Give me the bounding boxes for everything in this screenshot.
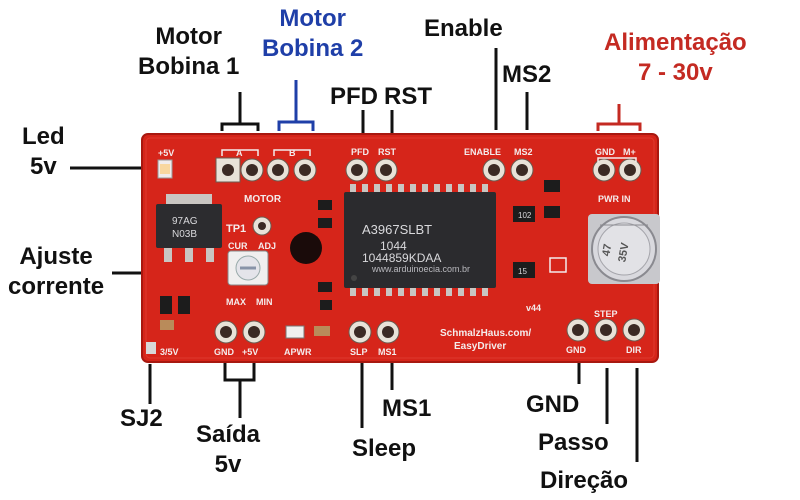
label-led-line1: Led (22, 123, 65, 150)
label-motor-bobina1: Motor Bobina 1 (138, 22, 239, 82)
label-gnd: GND (526, 391, 580, 418)
silk-gnd-bot: GND (214, 347, 235, 357)
chip-line2: 1044 (380, 239, 407, 253)
silk-5v: +5V (158, 148, 174, 158)
silk-cur: CUR (228, 241, 248, 251)
label-ajuste-line2: corrente (8, 273, 105, 300)
silk-mplus: M+ (623, 147, 636, 157)
electrolytic-capacitor (588, 214, 660, 284)
silk-pwr-in: PWR IN (598, 194, 631, 204)
silk-marks (221, 149, 637, 162)
silk-b: B (289, 148, 296, 158)
label-pfd: PFD (330, 83, 378, 110)
silk-ms1: MS1 (378, 347, 397, 357)
silk-dir: DIR (626, 345, 642, 355)
a3967-driver-chip (344, 184, 496, 296)
alimentacao-bracket (596, 122, 642, 131)
label-led-line2: 5v (29, 153, 57, 180)
silk-gnd-right: GND (566, 345, 587, 355)
label-alimentacao-line1: Alimentação (604, 29, 747, 56)
silk-motor: MOTOR (244, 194, 282, 205)
label-alimentacao: Alimentação 7 - 30v (604, 28, 747, 88)
voltage-regulator (156, 194, 222, 262)
label-sj2: SJ2 (120, 405, 163, 432)
label-led: Led 5v (22, 122, 65, 182)
label-ms1: MS1 (382, 395, 432, 422)
bobina1-bracket (220, 122, 260, 131)
colored-brackets (277, 80, 642, 131)
label-ajuste-corrente: Ajuste corrente (8, 242, 104, 302)
label-ms2: MS2 (502, 61, 552, 88)
mounting-hole (290, 232, 322, 264)
saida-bracket (223, 362, 256, 382)
label-motor-bobina1-line1: Motor (155, 23, 222, 50)
label-direcao: Direção (540, 467, 629, 494)
silk-brand-line2: EasyDriver (454, 341, 506, 352)
silk-adj: ADJ (258, 241, 276, 251)
silk-rst: RST (378, 147, 397, 157)
silk-max: MAX (226, 297, 246, 307)
label-saida-5v: Saída 5v (196, 420, 260, 480)
label-ajuste-line1: Ajuste (19, 243, 93, 270)
label-sleep: Sleep (352, 435, 417, 462)
label-motor-bobina2-line1: Motor (279, 5, 346, 32)
label-saida-line2: 5v (214, 451, 242, 478)
label-motor-bobina2: Motor Bobina 2 (262, 4, 363, 64)
label-passo: Passo (538, 429, 609, 456)
label-motor-bobina1-line2: Bobina 1 (138, 53, 240, 80)
chip-watermark: www.arduinoecia.com.br (371, 264, 470, 274)
label-alimentacao-line2: 7 - 30v (638, 59, 713, 86)
silk-enable: ENABLE (464, 147, 501, 157)
silk-gnd-top: GND (595, 147, 616, 157)
silk-brand-line1: SchmalzHaus.com/ (440, 328, 531, 339)
silk-tp1: TP1 (226, 223, 246, 235)
current-potentiometer (227, 250, 269, 286)
top-header-pins (215, 157, 642, 183)
reg-line1: 97AG (172, 216, 198, 227)
leader-lines (70, 48, 639, 462)
silk-pfd: PFD (351, 147, 370, 157)
silk-min: MIN (256, 297, 273, 307)
smd-components (146, 180, 567, 354)
label-saida-line1: Saída (196, 421, 261, 448)
reg-line2: N03B (172, 229, 197, 240)
label-motor-bobina2-line2: Bobina 2 (262, 35, 364, 62)
silk-v44: v44 (526, 303, 541, 313)
chip-line1: A3967SLBT (362, 222, 432, 237)
silk-a: A (236, 148, 243, 158)
capacitor-markings: 47 35V (600, 241, 631, 263)
chip-markings: A3967SLBT 1044 1044859KDAA www.arduinoec… (172, 211, 532, 276)
cap-line2: 35V (616, 241, 631, 263)
smd-r1-mark: 102 (518, 211, 532, 220)
silkscreen-labels: +5V A B PFD RST ENABLE MS2 GND M+ MOTOR … (158, 147, 642, 357)
label-rst: RST (384, 83, 432, 110)
bobina2-bracket (277, 120, 315, 131)
silk-apwr: APWR (284, 347, 312, 357)
silk-ms2: MS2 (514, 147, 533, 157)
bottom-header-pins (214, 318, 646, 344)
silk-step: STEP (594, 309, 618, 319)
silk-plus5v: +5V (242, 347, 258, 357)
cap-line1: 47 (600, 243, 614, 257)
chip-line3: 1044859KDAA (362, 251, 441, 265)
silk-35v: 3/5V (160, 347, 179, 357)
label-enable: Enable (424, 15, 503, 42)
smd-r2-mark: 15 (518, 267, 527, 276)
silk-slp: SLP (350, 347, 368, 357)
